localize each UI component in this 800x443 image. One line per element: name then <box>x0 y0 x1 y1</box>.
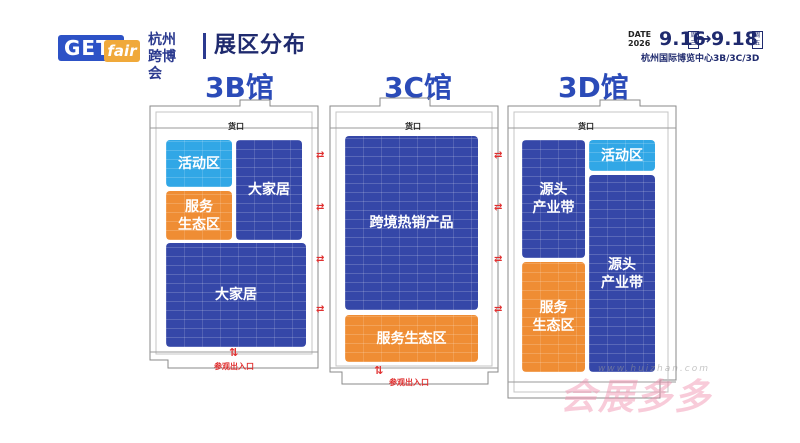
hall-3b-zone-home-lower: 大家居 <box>166 243 306 347</box>
zone-label-line1: 服务 <box>539 300 568 316</box>
hall-3d-zone-industry-right: 源头 产业带 <box>589 175 655 372</box>
zone-label: 活动区 <box>178 155 220 172</box>
watermark-logo: 会展多多 <box>560 377 713 418</box>
zone-label: 服务生态区 <box>376 330 447 347</box>
hall-3d-zone-service: 服务 生态区 <box>522 262 585 372</box>
hall-3b-wall <box>149 99 319 369</box>
logo-chinese-name: 杭州 跨博会 <box>148 32 188 83</box>
logo-fair: fair <box>104 40 140 62</box>
venue-text: 杭州国际博览中心3B/3C/3D <box>641 54 760 64</box>
hall-3d-inner-wall <box>513 111 669 393</box>
date-word: DATE <box>628 30 652 39</box>
date-start: 9.16 <box>659 28 706 50</box>
hall-3b-inner-wall <box>155 111 313 355</box>
zone-label-line1: 服务 <box>185 198 213 215</box>
connector-arrow-3b3c-4: ⇄ <box>316 304 324 315</box>
hall-3c-wall <box>329 97 499 385</box>
zone-label-line2: 生态区 <box>532 318 575 334</box>
date-end-weekday-2: 五 <box>754 40 761 47</box>
hall-3b-cargo-label: 货口 <box>228 122 244 131</box>
date-start-weekday-1: 周 <box>690 32 697 39</box>
connector-arrow-3b3c-2: ⇄ <box>316 202 324 213</box>
connector-arrow-3c3d-4: ⇄ <box>494 304 502 315</box>
hall-3c-inner-wall <box>335 111 493 367</box>
hall-3c-entrance-label: 参观出入口 <box>389 378 429 387</box>
hall-3d-title: 3D馆 <box>558 71 629 104</box>
date-start-weekday: 周 三 <box>688 31 699 49</box>
entrance-arrow-3b: ⇅ <box>229 346 238 359</box>
header-divider <box>203 33 206 59</box>
connector-arrow-3b3c-3: ⇄ <box>316 254 324 265</box>
zone-label-line2: 产业带 <box>532 200 575 216</box>
zone-label: 跨境热销产品 <box>369 215 454 231</box>
hall-3b-entrance-label: 参观出入口 <box>214 362 254 371</box>
date-year: 2026 <box>628 39 651 48</box>
connector-arrow-3c3d-1: ⇄ <box>494 150 502 161</box>
page-title: 展区分布 <box>214 33 307 58</box>
zone-label: 大家居 <box>248 182 290 198</box>
connector-arrow-3b3c-1: ⇄ <box>316 150 324 161</box>
date-end-weekday-1: 周 <box>754 32 761 39</box>
date-end: 9.18 <box>711 28 758 50</box>
hall-3c-zone-service: 服务生态区 <box>345 315 478 362</box>
connector-arrow-3c3d-2: ⇄ <box>494 202 502 213</box>
hall-3d-zone-industry-upper: 源头 产业带 <box>522 140 585 258</box>
date-arrow: → <box>698 29 712 48</box>
hall-3b-zone-home-upper: 大家居 <box>236 140 302 240</box>
logo-cn-line2: 跨博会 <box>148 49 176 82</box>
hall-3b-zone-activity: 活动区 <box>166 140 232 187</box>
hall-3c-zone-bestsellers: 跨境热销产品 <box>345 136 478 310</box>
connector-arrow-3c3d-3: ⇄ <box>494 254 502 265</box>
hall-3d-wall <box>507 99 677 399</box>
hall-3b-zone-service: 服务 生态区 <box>166 191 232 240</box>
zone-label: 大家居 <box>215 287 257 303</box>
hall-3d-cargo-label: 货口 <box>578 122 594 131</box>
logo-cn-line1: 杭州 <box>148 32 176 48</box>
hall-3c-cargo-label: 货口 <box>405 122 421 131</box>
zone-label-line2: 生态区 <box>178 216 220 233</box>
zone-label: 活动区 <box>601 147 643 164</box>
entrance-arrow-3c: ⇅ <box>374 364 383 377</box>
zone-label-line1: 源头 <box>608 256 636 273</box>
watermark-url: www.huizhan.com <box>598 364 711 374</box>
zone-label-line2: 产业带 <box>601 274 643 291</box>
hall-3b-title: 3B馆 <box>205 71 274 104</box>
date-start-weekday-2: 三 <box>690 40 697 47</box>
zone-label-line1: 源头 <box>539 182 568 198</box>
date-end-weekday: 周 五 <box>752 31 763 49</box>
hall-3d-zone-activity: 活动区 <box>589 140 655 171</box>
